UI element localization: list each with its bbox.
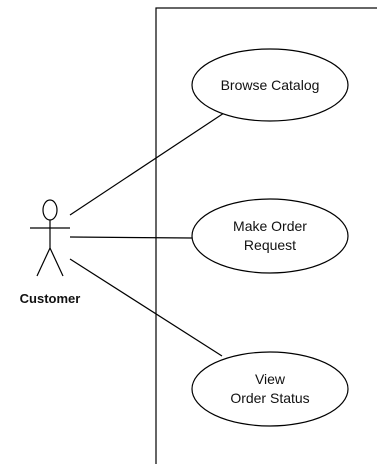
actor-customer: Customer <box>20 199 81 306</box>
use-case-ellipse <box>191 48 349 122</box>
association-browse-catalog <box>69 112 225 216</box>
use-case-ellipse <box>191 351 349 427</box>
use-case-make-order-request: Make Order Request <box>191 198 349 274</box>
use-case-view-order-status: View Order Status <box>191 351 349 427</box>
system-boundary <box>155 7 377 464</box>
actor-left-leg <box>36 247 51 277</box>
actor-right-leg <box>49 247 64 277</box>
actor-label: Customer <box>20 291 81 306</box>
use-case-label-line-1: View <box>255 371 286 387</box>
actor-head <box>42 199 58 221</box>
use-case-label: Browse Catalog <box>221 77 320 93</box>
association-make-order-request <box>69 236 193 239</box>
use-case-ellipse <box>191 198 349 274</box>
use-case-label-line-2: Order Status <box>230 390 309 406</box>
use-case-label-line-1: Make Order <box>233 218 307 234</box>
association-view-order-status <box>69 258 223 357</box>
use-case-browse-catalog: Browse Catalog <box>191 48 349 122</box>
use-case-label-line-2: Request <box>244 237 296 253</box>
